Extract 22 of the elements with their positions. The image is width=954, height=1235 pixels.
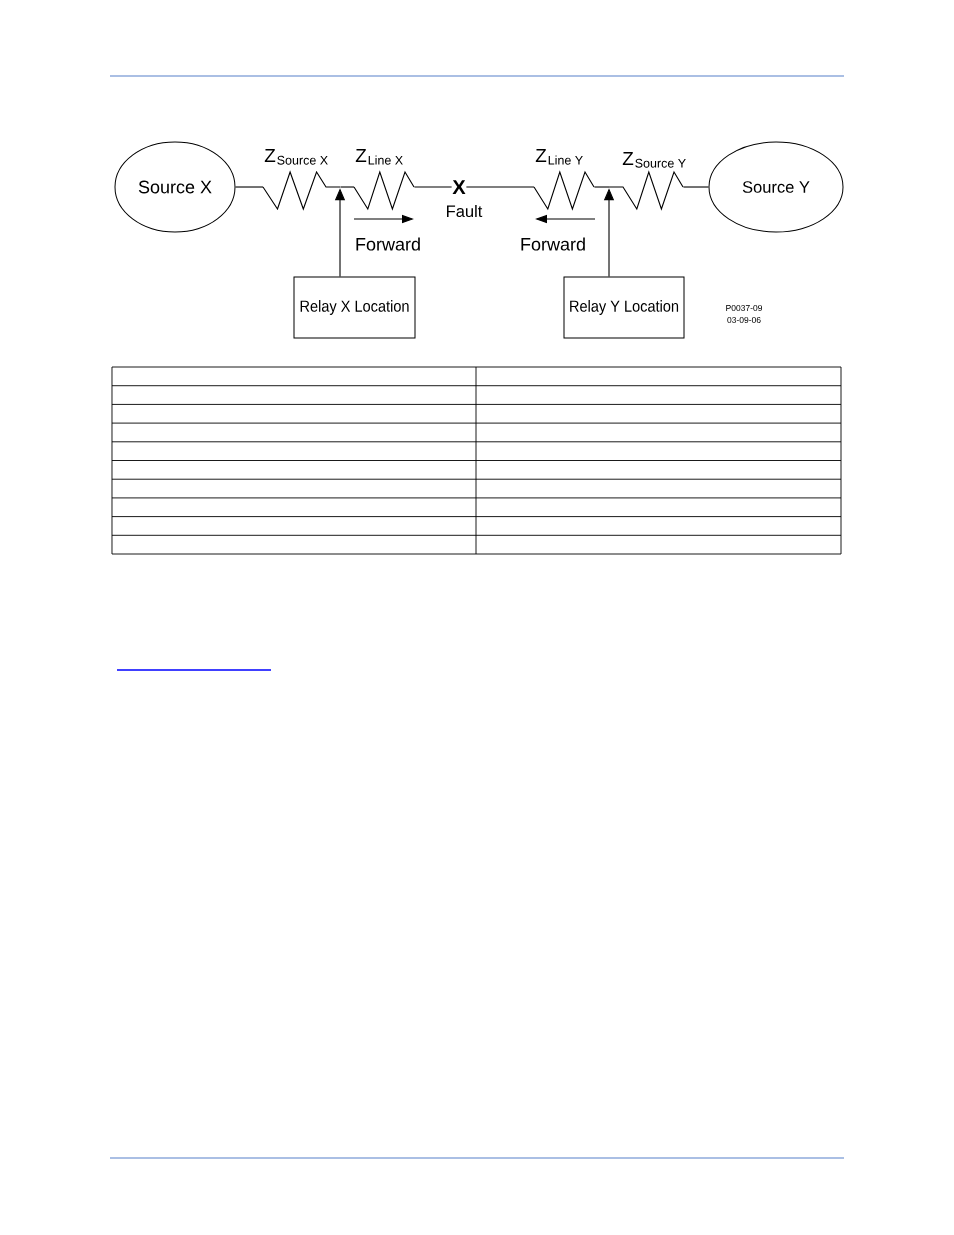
impedance-symbol: Z [622, 151, 634, 165]
impedance-symbol: Z [355, 148, 367, 162]
impedance-index: Line Y [548, 155, 583, 165]
line [593, 186, 610, 188]
line [339, 186, 355, 188]
line [413, 186, 453, 188]
relay-box: Relay X Location [293, 276, 416, 339]
impedance-index: Source Y [635, 158, 686, 168]
drawing-number: 03-09-06 [727, 317, 761, 323]
impedance-index: Line X [368, 155, 403, 165]
fault-label: Fault [447, 204, 483, 218]
direction-label: Forward [356, 237, 420, 251]
relay-box: Relay Y Location [563, 276, 685, 339]
line [465, 186, 535, 188]
impedance-index: Source X [277, 155, 328, 165]
line [234, 186, 264, 188]
line [682, 186, 710, 188]
direction-label: Forward [521, 237, 585, 251]
impedance-symbol: Z [264, 148, 276, 162]
drawing-number: P0037-09 [726, 305, 763, 311]
fault-mark: X [452, 180, 466, 194]
impedance-symbol: Z [535, 148, 547, 162]
